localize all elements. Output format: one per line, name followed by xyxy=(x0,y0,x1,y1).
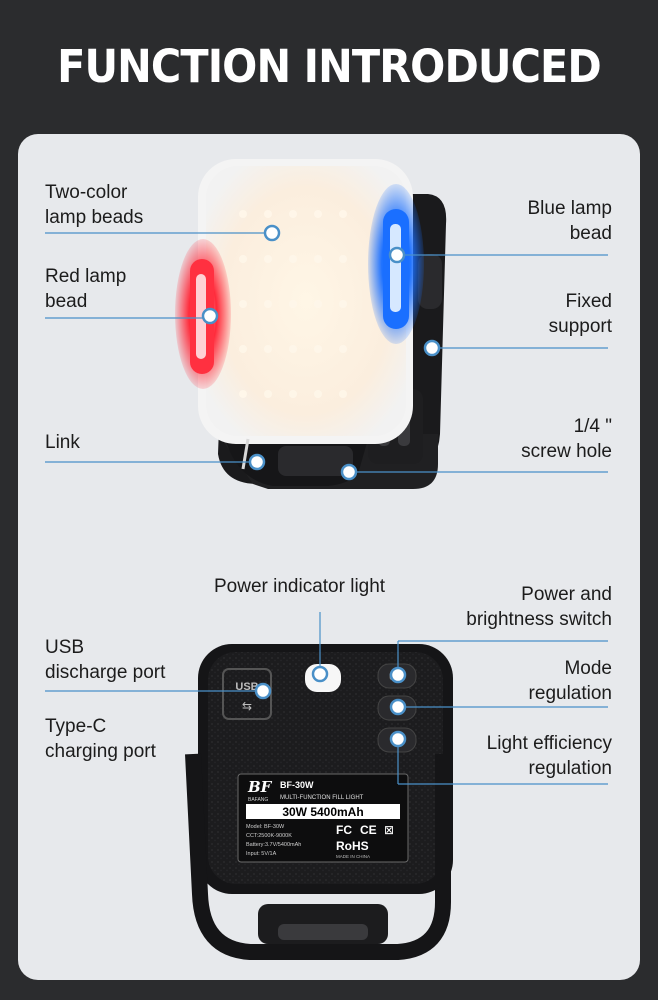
callout-usb-discharge-port: USB discharge port xyxy=(45,637,166,683)
dot-power-switch xyxy=(389,666,407,684)
product-illustration: USB ⇆ U/⏻ M BF BAFANG BF-30W MULTI-FUNCT… xyxy=(45,159,608,960)
spec-input: Input: 5V/1A xyxy=(246,851,277,857)
model-code: BF-30W xyxy=(280,780,314,790)
dot-fixed-support xyxy=(423,339,441,357)
dot-link xyxy=(248,453,266,471)
dot-blue-bead xyxy=(388,246,406,264)
dot-power-indicator xyxy=(311,665,329,683)
callout-power-indicator: Power indicator light xyxy=(214,576,386,597)
fc-mark: FC xyxy=(336,823,352,837)
callout-dots xyxy=(201,224,441,748)
callout-two-color-lamp-beads: Two-color lamp beads xyxy=(45,182,144,228)
callout-blue-lamp-bead: Blue lamp bead xyxy=(527,198,613,244)
callout-light-efficiency-regulation: Light efficiency regulation xyxy=(486,733,612,779)
callout-link: Link xyxy=(45,432,80,453)
made-in-text: MADE IN CHINA xyxy=(336,854,370,859)
usb-port-text: USB xyxy=(235,681,258,693)
rohs-mark: RoHS xyxy=(336,839,369,853)
dot-two-color xyxy=(263,224,281,242)
callout-screw-hole: 1/4 " screw hole xyxy=(521,416,612,462)
product-name: MULTI-FUNCTION FILL LIGHT xyxy=(280,795,364,801)
page-title: FUNCTION INTRODUCED xyxy=(57,40,602,93)
dot-usb-port xyxy=(254,682,272,700)
usb-symbol-icon: ⇆ xyxy=(242,699,252,713)
dot-red-bead xyxy=(201,307,219,325)
spec-model: Model: BF-30W xyxy=(246,824,285,830)
rating-text: 30W 5400mAh xyxy=(282,805,363,819)
callout-typec-charging-port: Type-C charging port xyxy=(45,716,156,762)
callout-lines xyxy=(45,232,608,785)
dot-mode xyxy=(389,698,407,716)
ce-mark: CE xyxy=(360,823,377,837)
spec-cct: CCT:2500K-9000K xyxy=(246,833,292,839)
weee-bin-icon: ⊠ xyxy=(384,823,394,837)
fill-light-front xyxy=(175,159,447,489)
brand-logo-text: BF xyxy=(247,778,273,796)
dot-light-efficiency xyxy=(389,730,407,748)
spec-battery: Battery:3.7V/5400mAh xyxy=(246,842,301,848)
callout-fixed-support: Fixed support xyxy=(548,291,612,337)
fill-light-back: USB ⇆ U/⏻ M BF BAFANG BF-30W MULTI-FUNCT… xyxy=(185,644,453,960)
callout-power-brightness-switch: Power and brightness switch xyxy=(466,584,612,630)
brand-name: BAFANG xyxy=(248,797,268,803)
callout-red-lamp-bead: Red lamp bead xyxy=(45,266,127,312)
callout-mode-regulation: Mode regulation xyxy=(528,658,612,704)
dot-screw-hole xyxy=(340,463,358,481)
product-panel: USB ⇆ U/⏻ M BF BAFANG BF-30W MULTI-FUNCT… xyxy=(18,134,640,980)
